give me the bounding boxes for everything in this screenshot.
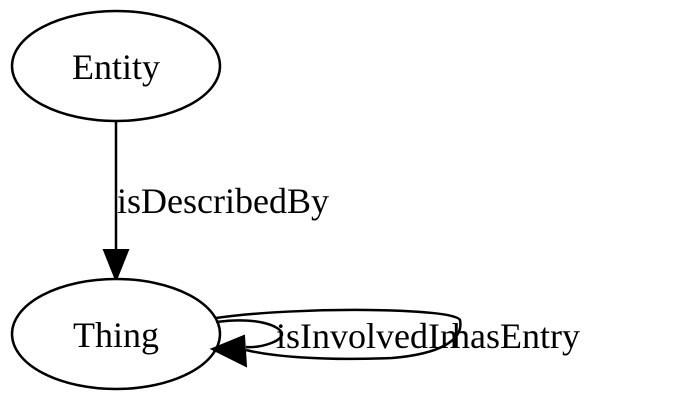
- edge-thing-loop-inner[interactable]: isInvolvedIn: [215, 316, 458, 356]
- edge-thing-loop-outer-label: hasEntry: [452, 316, 580, 356]
- edge-entity-thing[interactable]: isDescribedBy: [102, 121, 329, 283]
- edge-entity-thing-arrowhead: [102, 249, 130, 283]
- node-entity-label: Entity: [72, 47, 160, 87]
- node-thing-shape: [10, 277, 222, 391]
- node-entity[interactable]: Entity: [10, 9, 222, 123]
- node-thing-label: Thing: [73, 315, 159, 355]
- edge-thing-loop-outer[interactable]: hasEntry: [209, 308, 580, 368]
- node-thing[interactable]: Thing: [10, 277, 222, 391]
- edge-thing-loop-inner-path: [215, 319, 284, 349]
- edge-thing-loop-inner-label: isInvolvedIn: [276, 316, 458, 356]
- edge-entity-thing-label: isDescribedBy: [117, 181, 329, 221]
- edge-thing-loop-outer-path: [215, 308, 462, 361]
- edge-thing-loop-arrowhead: [209, 334, 248, 368]
